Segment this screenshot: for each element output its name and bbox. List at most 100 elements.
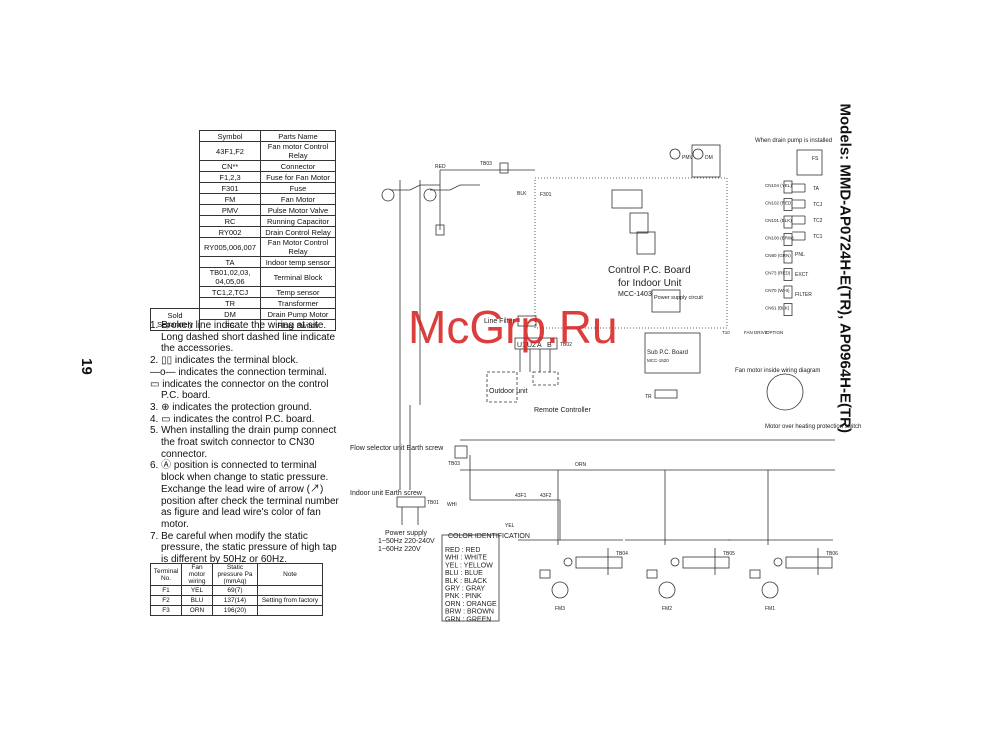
terminal-label: A — [537, 342, 542, 349]
power-60hz-label: 1~60Hz 220V — [378, 546, 421, 553]
power-supply-circuit-box — [651, 289, 681, 313]
sensor-label: TC2 — [813, 218, 823, 224]
sensor-label: TA — [813, 186, 820, 192]
tb03b-label: TB03 — [448, 461, 460, 467]
terminal-label: B — [547, 342, 552, 349]
fan-motor-icon — [761, 581, 779, 599]
color-id-item: BLU : BLUE — [445, 570, 483, 577]
flow-selector-label: Flow selector unit Earth screw — [350, 445, 444, 452]
terminal-block-tb02 — [514, 337, 558, 350]
board-title: Control P.C. Board — [608, 265, 691, 276]
wire-yel-label: YEL — [505, 523, 515, 529]
connector-label: CN61 (BLK) — [765, 306, 790, 311]
pmv-motor-icon — [669, 148, 681, 160]
outdoor-unit-label: Outdoor unit — [489, 388, 528, 395]
connector-label: CN102 (RED) — [765, 201, 793, 206]
connector-icon — [783, 268, 793, 281]
wire-orn-label: ORN — [575, 462, 587, 468]
table-row: CN**Connector — [151, 160, 336, 172]
terminal-block-tb01 — [396, 496, 426, 508]
power-50hz-label: 1~50Hz 220-240V — [378, 538, 435, 545]
connector-icon — [783, 303, 793, 316]
color-id-item: BLK : BLACK — [445, 578, 487, 585]
side-label: PNL — [795, 252, 805, 258]
bottom-connector-label: OPTION — [766, 330, 783, 335]
watermark: McGrp.Ru — [408, 301, 618, 353]
terminal-block-label: TB04 — [616, 551, 628, 557]
terminal-block-label: TB05 — [723, 551, 735, 557]
fan-terminal-block — [785, 556, 833, 569]
connector-icon — [783, 180, 793, 194]
notes-list: 1. Broken line indicate the wiring at si… — [150, 320, 340, 566]
relay-43f1-label: 43F1 — [515, 493, 527, 499]
color-id-title: COLOR IDENTIFICATION — [448, 533, 530, 540]
terminal-block-label: TB06 — [826, 551, 838, 557]
connector-icon — [783, 285, 793, 299]
wire-red-label: RED — [435, 164, 446, 170]
motor-protection-label: Motor over heating protection switch — [765, 424, 861, 430]
drain-pump-note: When drain pump is installed — [755, 138, 832, 144]
note-item: 4. ▭ indicates the control P.C. board. — [150, 413, 315, 425]
fan-motor-label: FM3 — [555, 606, 565, 612]
side-label: FILTER — [795, 292, 812, 298]
color-id-item: GRY : GRAY — [445, 586, 485, 593]
tb01-label: TB01 — [427, 500, 439, 506]
remote-controller-label: Remote Controller — [534, 407, 591, 414]
drain-pump-motor-icon — [692, 148, 704, 160]
dm-label: DM — [705, 155, 713, 161]
connector-icon — [783, 233, 793, 246]
sub-board-label: Sub P.C. Board — [647, 350, 688, 356]
color-id-item: RED : RED — [445, 547, 480, 554]
wire-blk-label: BLK — [517, 191, 527, 197]
connector-label: CN101 (BLK) — [765, 218, 792, 223]
parts-name-cell: Fan Motor Control Relay — [260, 237, 336, 257]
side-label: EXCT — [795, 272, 808, 278]
line-filter-label: Line Filter — [484, 318, 515, 325]
indoor-earth-label: Indoor unit Earth screw — [350, 490, 423, 497]
connector-label: CN100 (BRW) — [765, 236, 794, 241]
note-item: 7. Be careful when modify the static pre… — [150, 530, 337, 566]
fan-motor-label: FM2 — [662, 606, 672, 612]
fs-label: FS — [812, 156, 819, 162]
terminal-label: U2 — [527, 342, 536, 349]
fan-motor-icon — [551, 581, 569, 599]
color-id-item: BRW : BROWN — [445, 609, 494, 616]
wire-whi-label: WHI — [447, 502, 457, 508]
relay-43f2-label: 43F2 — [540, 493, 552, 499]
board-subtitle: for Indoor Unit — [618, 278, 682, 289]
board-model: MCC-1403 — [618, 291, 652, 298]
power-supply-label: Power supply — [385, 530, 428, 537]
note-item: 6. Ⓐ position is connected to terminal b… — [150, 460, 339, 530]
sensor-label: TC1 — [813, 234, 823, 240]
color-id-item: WHI : WHITE — [445, 555, 487, 562]
symbol-cell: FS — [199, 319, 261, 331]
terminal-label: U1 — [517, 342, 526, 349]
connector-label: CN80 (GRN) — [765, 253, 791, 258]
connector-label: CN104 (YEL) — [765, 183, 792, 188]
note-item: 2. ▯▯ indicates the terminal block. — [150, 355, 299, 367]
connector-label: CN73 (RED) — [765, 271, 791, 276]
color-id-item: PNK : PINK — [445, 593, 482, 600]
sensor-label: TCJ — [813, 202, 823, 208]
connector-icon — [783, 215, 793, 229]
transformer-label: TR — [645, 394, 652, 400]
parts-name-cell: Float Switch — [260, 319, 336, 331]
note-item: 1. Broken line indicate the wiring at si… — [150, 320, 336, 355]
color-id-item: GRN : GREEN — [445, 616, 491, 623]
bottom-connector-label: FAN DRIVE — [744, 330, 768, 335]
fan-contact-icon — [381, 188, 395, 202]
parts-name-cell: Fan motor Control Relay — [260, 141, 336, 161]
fan-motor-label: FM1 — [765, 606, 775, 612]
fan-motor-inside-icon — [766, 373, 804, 411]
power-supply-circuit-label: Power supply circuit — [654, 295, 703, 301]
